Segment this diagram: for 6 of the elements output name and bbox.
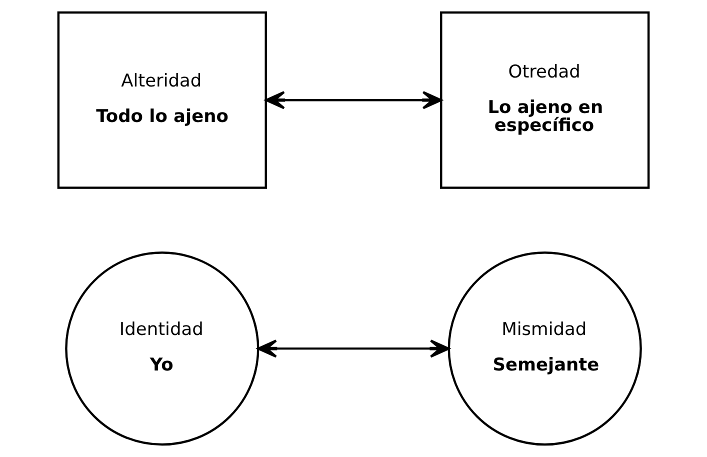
node-circle: Identidad Yo — [65, 252, 260, 446]
node-circle: Mismidad Semejante — [448, 252, 642, 446]
node-box: Otredad Lo ajeno en específico — [440, 11, 650, 189]
arrow — [257, 339, 450, 358]
arrow — [265, 91, 442, 110]
node-box: Alteridad Todo lo ajeno — [57, 11, 267, 189]
